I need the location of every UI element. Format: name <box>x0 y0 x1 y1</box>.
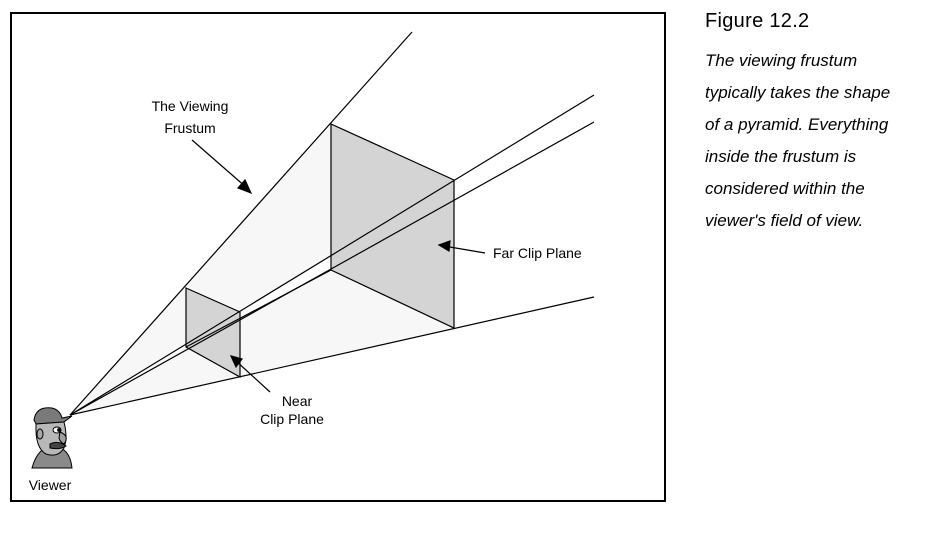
viewer-pupil <box>57 428 61 432</box>
viewer-nose <box>58 431 67 445</box>
near-clip-arrow <box>234 359 271 393</box>
annotation-arrows <box>191 139 486 393</box>
frustum-edge-hidden <box>185 269 332 348</box>
caption-line-5: considered within the <box>705 179 865 198</box>
far-clip-arrow <box>443 245 486 254</box>
viewing-frustum-label-line2: Frustum <box>164 120 215 136</box>
far-clip-arrowhead <box>437 240 451 253</box>
frustum-edge-top <box>69 31 413 416</box>
viewing-frustum-arrowhead <box>236 178 253 195</box>
diagram-frame: The Viewing Frustum Far Clip Plane Near … <box>10 12 666 502</box>
frustum-edge-bottom <box>69 296 595 416</box>
figure-caption: Figure 12.2 The viewing frustum typicall… <box>705 10 925 237</box>
near-clip-label-line1: Near <box>282 393 313 409</box>
frustum-edges <box>69 31 595 416</box>
caption-line-1: The viewing frustum <box>705 51 858 70</box>
caption-line-3: of a pyramid. Everything <box>705 115 889 134</box>
viewing-frustum-label-line1: The Viewing <box>152 98 229 114</box>
frustum-edge-upper-right <box>69 94 595 416</box>
caption-title: Figure 12.2 <box>705 10 810 32</box>
caption-line-6: viewer's field of view. <box>705 211 864 230</box>
frustum-diagram: The Viewing Frustum Far Clip Plane Near … <box>29 31 595 493</box>
near-clip-arrowhead <box>229 355 244 369</box>
far-clip-plane-label: Far Clip Plane <box>493 245 582 261</box>
cartoon-viewer-head-icon <box>31 407 73 469</box>
viewer-label: Viewer <box>29 477 72 493</box>
caption-line-4: inside the frustum is <box>705 147 857 166</box>
near-clip-label-line2: Clip Plane <box>260 411 324 427</box>
viewer-ear <box>36 428 44 440</box>
frustum-bottom-face <box>70 270 454 415</box>
viewer-cap <box>33 407 73 425</box>
caption-line-2: typically takes the shape <box>705 83 891 102</box>
viewer-mustache <box>49 441 67 450</box>
viewing-frustum-arrow <box>191 139 248 189</box>
frustum-edge-lower-right <box>69 121 595 416</box>
